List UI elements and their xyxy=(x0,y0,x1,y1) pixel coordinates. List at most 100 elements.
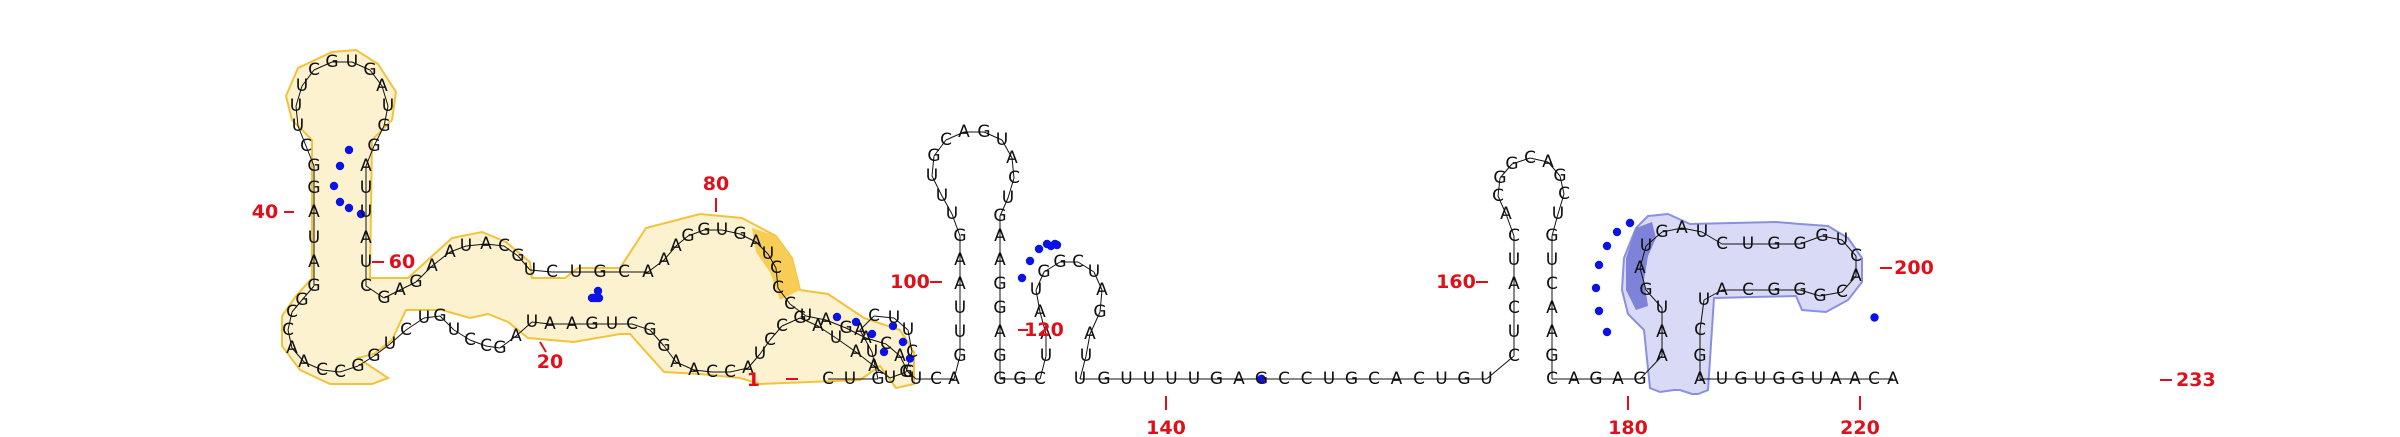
base-pair-dot xyxy=(1042,239,1052,249)
nucleotide-229: A xyxy=(1849,369,1861,389)
nucleotide-45: C xyxy=(316,360,328,380)
nucleotide-175: A xyxy=(1500,204,1512,224)
nucleotide-169: C xyxy=(1508,346,1520,366)
nucleotide-166: U xyxy=(1435,369,1447,389)
nucleotide-178: G xyxy=(1505,154,1518,174)
nucleotide-116: G xyxy=(953,226,966,246)
nucleotide-182: C xyxy=(1558,184,1570,204)
backbone-segment xyxy=(953,355,961,380)
nucleotide-201: G xyxy=(1655,222,1668,242)
backbone-segment xyxy=(721,229,741,235)
nucleotide-223: G xyxy=(1734,369,1747,389)
nucleotide-207: G xyxy=(1793,234,1806,254)
backbone-segment xyxy=(415,265,433,283)
backbone-segment xyxy=(931,175,943,197)
backbone-segment xyxy=(747,353,761,369)
position-label-140: 140 xyxy=(1146,417,1186,437)
nucleotide-128: G xyxy=(993,206,1006,226)
base-pair-dot xyxy=(1625,218,1635,228)
nucleotide-133: A xyxy=(994,322,1006,342)
backbone-segment xyxy=(775,267,779,289)
nucleotide-51: G xyxy=(307,276,320,296)
backbone-segment xyxy=(1841,275,1857,293)
backbone-segment xyxy=(769,325,783,341)
nucleotide-196: A xyxy=(1656,322,1668,342)
backbone-segment xyxy=(873,365,891,379)
base-pair-dot xyxy=(593,286,603,296)
nucleotide-220: G xyxy=(1693,346,1706,366)
nucleotide-218: U xyxy=(1698,290,1710,310)
nucleotide-22: C xyxy=(706,362,718,382)
nucleotide-215: G xyxy=(1767,280,1780,300)
backbone-segment xyxy=(933,139,947,157)
nucleotide-211: A xyxy=(1850,266,1862,286)
position-label-100: 100 xyxy=(890,271,930,293)
backbone-segment xyxy=(517,255,531,271)
base-pair-dot xyxy=(879,347,889,357)
nucleotide-132: G xyxy=(993,298,1006,318)
nucleotide-184: G xyxy=(1545,226,1558,246)
nucleotide-148: A xyxy=(1084,324,1096,344)
nucleotide-72: A xyxy=(360,228,372,248)
base-pair-dot xyxy=(356,209,366,219)
nucleotide-134: G xyxy=(993,346,1006,366)
nucleotide-217: A xyxy=(1716,280,1728,300)
highlight-blue-hairpin xyxy=(1620,212,1863,395)
backbone-segment xyxy=(399,281,417,291)
nucleotide-226: G xyxy=(1791,369,1804,389)
nucleotide-64: G xyxy=(363,60,376,80)
nucleotide-168: U xyxy=(1480,369,1492,389)
nucleotide-125: A xyxy=(1006,148,1018,168)
nucleotide-114: A xyxy=(954,274,966,294)
nucleotide-74: C xyxy=(360,276,372,296)
backbone-segment xyxy=(1043,261,1061,273)
backbone-segment xyxy=(1645,289,1663,309)
base-pair-dot xyxy=(1034,244,1044,254)
nucleotide-36: C xyxy=(464,330,476,350)
backbone-segment xyxy=(781,317,801,327)
backbone-segment xyxy=(295,85,303,107)
nucleotide-176: C xyxy=(1492,186,1504,206)
nucleotide-27: C xyxy=(626,314,638,334)
nucleotide-230: C xyxy=(1868,369,1880,389)
nucleotide-138: U xyxy=(1040,346,1052,366)
nucleotide-204: C xyxy=(1716,234,1728,254)
nucleotide-50: G xyxy=(295,290,308,310)
backbone-segment xyxy=(799,317,819,327)
backbone-segment xyxy=(1547,161,1561,177)
nucleotide-85: C xyxy=(546,262,558,282)
position-label-120: 120 xyxy=(1024,319,1064,341)
nucleotide-126: C xyxy=(1008,168,1020,188)
nucleotide-193: A xyxy=(1612,369,1624,389)
nucleotide-156: G xyxy=(1210,369,1223,389)
nucleotide-95: G xyxy=(733,224,746,244)
backbone-segment xyxy=(675,235,689,247)
nucleotide-228: A xyxy=(1830,369,1842,389)
nucleotide-5: A xyxy=(854,320,866,340)
nucleotide-52: A xyxy=(308,252,320,272)
nucleotide-212: C xyxy=(1836,282,1848,302)
nucleotide-39: U xyxy=(418,308,430,328)
backbone-segment xyxy=(945,131,965,141)
backbone-segment xyxy=(631,323,651,331)
nucleotide-47: A xyxy=(286,338,298,358)
nucleotide-179: C xyxy=(1524,148,1536,168)
backbone-segment xyxy=(663,245,677,261)
backbone-segment xyxy=(291,347,305,363)
nucleotide-122: A xyxy=(958,122,970,142)
nucleotide-107: C xyxy=(902,362,914,382)
backbone-segment xyxy=(889,371,907,379)
backbone-segment xyxy=(1639,267,1647,291)
nucleotide-144: C xyxy=(1072,252,1084,272)
backbone-segment xyxy=(1645,231,1663,247)
backbone-segment xyxy=(817,325,837,339)
backbone-segment xyxy=(729,367,749,373)
nucleotide-151: G xyxy=(1097,369,1110,389)
nucleotide-210: C xyxy=(1850,246,1862,266)
nucleotide-185: U xyxy=(1546,250,1558,270)
nucleotide-157: A xyxy=(1233,369,1245,389)
nucleotide-149: U xyxy=(1080,346,1092,366)
backbone-segment xyxy=(303,361,323,371)
backbone-segment xyxy=(389,329,407,345)
position-label-180: 180 xyxy=(1608,417,1648,437)
